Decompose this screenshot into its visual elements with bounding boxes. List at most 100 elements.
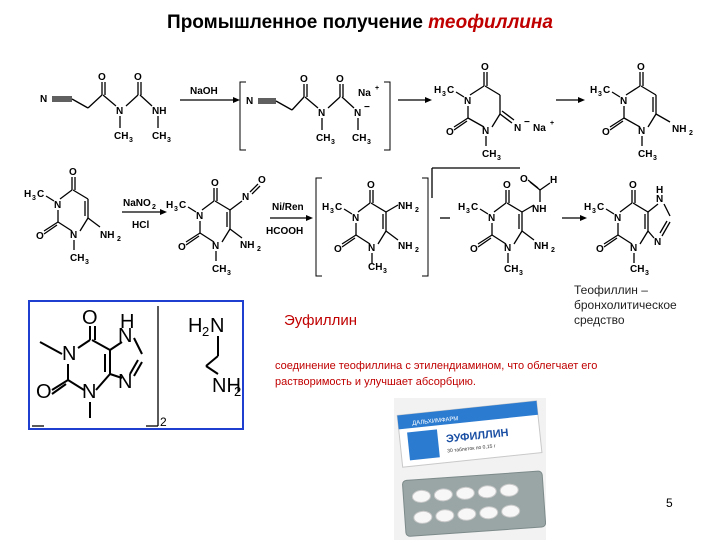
svg-text:2: 2 [551, 247, 555, 254]
svg-text:N: N [654, 237, 661, 248]
svg-text:N: N [656, 194, 663, 205]
svg-text:3: 3 [519, 270, 523, 277]
svg-text:N: N [354, 108, 361, 119]
svg-text:O: O [258, 175, 266, 186]
svg-text:2: 2 [234, 384, 241, 399]
svg-text:Na: Na [533, 123, 546, 134]
svg-text:O: O [520, 174, 528, 185]
svg-text:+: + [550, 120, 554, 127]
svg-text:3: 3 [466, 208, 470, 215]
svg-text:O: O [481, 62, 489, 73]
svg-text:O: O [178, 242, 186, 253]
svg-text:CH: CH [630, 264, 644, 275]
svg-text:−: − [524, 117, 530, 128]
svg-text:2: 2 [117, 236, 121, 243]
svg-text:3: 3 [330, 208, 334, 215]
svg-text:3: 3 [129, 137, 133, 144]
svg-text:2: 2 [160, 415, 167, 428]
svg-text:N: N [82, 381, 96, 403]
svg-text:O: O [211, 178, 219, 189]
svg-text:H: H [656, 185, 663, 196]
svg-text:3: 3 [645, 270, 649, 277]
svg-text:O: O [36, 381, 52, 403]
svg-text:2: 2 [257, 246, 261, 253]
svg-text:O: O [336, 74, 344, 85]
svg-text:N: N [630, 243, 637, 254]
svg-text:3: 3 [367, 139, 371, 146]
svg-text:O: O [637, 62, 645, 73]
svg-text:N: N [614, 213, 621, 224]
svg-text:C: C [471, 202, 478, 213]
atom-ch3: CH [152, 131, 166, 142]
svg-text:NH: NH [398, 201, 412, 212]
svg-text:O: O [602, 127, 610, 138]
slide-title: Промышленное получение теофиллина [0, 12, 720, 34]
reagent-niren: Ni/Ren [272, 202, 304, 213]
svg-text:C: C [335, 202, 342, 213]
svg-text:N: N [118, 325, 132, 347]
svg-text:NH: NH [212, 375, 241, 397]
svg-text:3: 3 [227, 270, 231, 277]
svg-text:N: N [504, 243, 511, 254]
svg-text:CH: CH [352, 133, 366, 144]
svg-text:2: 2 [415, 207, 419, 214]
svg-text:N: N [210, 315, 224, 337]
page-number: 5 [666, 496, 673, 510]
svg-text:3: 3 [331, 139, 335, 146]
title-emphasis: теофиллина [428, 12, 553, 33]
svg-text:H: H [188, 315, 202, 337]
svg-text:O: O [596, 244, 604, 255]
svg-text:N: N [352, 213, 359, 224]
svg-text:N: N [464, 96, 471, 107]
svg-text:NH: NH [534, 241, 548, 252]
reagent-hcl: HCl [132, 220, 149, 231]
svg-text:NH: NH [532, 204, 546, 215]
svg-text:N: N [318, 108, 325, 119]
reagent-hcooh: HCOOH [266, 226, 303, 237]
svg-text:C: C [37, 189, 44, 200]
svg-text:O: O [629, 180, 637, 191]
atom-n: N [116, 106, 123, 117]
svg-text:H: H [590, 85, 597, 96]
svg-text:3: 3 [592, 208, 596, 215]
svg-text:+: + [375, 85, 379, 92]
svg-text:N: N [242, 192, 249, 203]
svg-text:H: H [584, 202, 591, 213]
svg-text:H: H [458, 202, 465, 213]
svg-text:2: 2 [202, 324, 209, 339]
atom-nh: NH [152, 106, 166, 117]
svg-text:C: C [603, 85, 610, 96]
svg-text:N: N [482, 126, 489, 137]
svg-text:O: O [36, 231, 44, 242]
svg-text:N: N [638, 126, 645, 137]
svg-text:CH: CH [482, 149, 496, 160]
svg-text:N: N [488, 213, 495, 224]
atom-ch3: CH [114, 131, 128, 142]
svg-text:H: H [120, 311, 134, 333]
svg-text:O: O [446, 127, 454, 138]
svg-text:C: C [447, 85, 454, 96]
package-subtitle: 30 таблеток по 0,15 г [447, 443, 496, 454]
svg-text:N: N [62, 343, 76, 365]
svg-text:CH: CH [316, 133, 330, 144]
svg-text:−: − [364, 102, 370, 113]
svg-text:CH: CH [212, 264, 226, 275]
atom-o: O [98, 72, 106, 83]
atom-o: O [134, 72, 142, 83]
svg-text:H: H [434, 85, 441, 96]
reagent-nano2: NaNO [123, 198, 151, 209]
svg-text:N: N [368, 243, 375, 254]
eufillin-package-photo: ДАЛЬХИМФАРМ ЭУФИЛЛИН 30 таблеток по 0,15… [394, 398, 546, 540]
svg-text:O: O [69, 167, 77, 178]
svg-text:H: H [322, 202, 329, 213]
atom-n: N [40, 94, 47, 105]
svg-text:N: N [514, 123, 521, 134]
svg-text:N: N [118, 371, 132, 393]
eufillin-label: Эуфиллин [284, 312, 358, 329]
svg-text:O: O [334, 244, 342, 255]
